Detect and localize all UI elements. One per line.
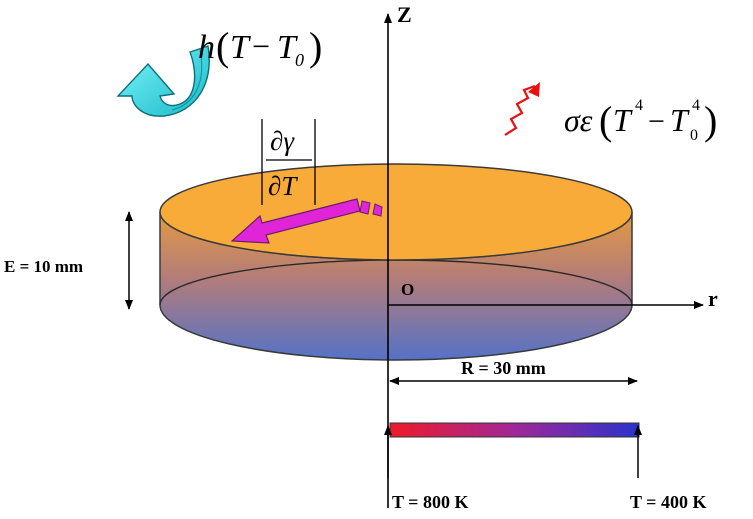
- svg-text:0: 0: [690, 127, 698, 144]
- disk-top-face: [159, 163, 633, 261]
- svg-text:0: 0: [295, 50, 304, 70]
- marangoni-term: ∂γ ∂T: [261, 119, 316, 205]
- svg-text:h: h: [198, 29, 215, 66]
- radius-label: R = 30 mm: [461, 358, 546, 378]
- r-axis-label: r: [708, 286, 718, 311]
- magenta-arrow-icon: [230, 198, 383, 244]
- origin-label: O: [401, 280, 414, 299]
- svg-text:T: T: [613, 102, 633, 138]
- edge-temperature-label: T = 400 K: [630, 492, 706, 512]
- svg-text:4: 4: [635, 97, 643, 114]
- marangoni-denominator: ∂T: [268, 171, 298, 201]
- svg-text:): ): [704, 98, 717, 143]
- svg-text:4: 4: [692, 97, 700, 114]
- convection-term: h ( T − T 0 ): [198, 24, 322, 70]
- svg-text:σε: σε: [564, 102, 593, 138]
- thickness-label: E = 10 mm: [4, 257, 83, 276]
- curved-cyan-arrow-icon: [116, 45, 210, 117]
- svg-text:T: T: [670, 102, 690, 138]
- svg-text:T: T: [230, 29, 251, 66]
- svg-text:−: −: [648, 105, 665, 138]
- center-temperature-label: T = 800 K: [392, 492, 468, 512]
- marangoni-numerator: ∂γ: [270, 126, 295, 156]
- svg-text:): ): [309, 24, 322, 69]
- svg-text:T: T: [277, 29, 298, 66]
- svg-text:−: −: [252, 28, 270, 64]
- wavy-red-arrow-icon: [504, 82, 540, 136]
- svg-text:(: (: [216, 24, 229, 69]
- z-axis-label: Z: [397, 2, 412, 27]
- temperature-gradient-bar: [389, 422, 640, 438]
- radiation-term: σε ( T 4 − T 4 0 ): [564, 97, 717, 144]
- svg-text:(: (: [599, 98, 612, 143]
